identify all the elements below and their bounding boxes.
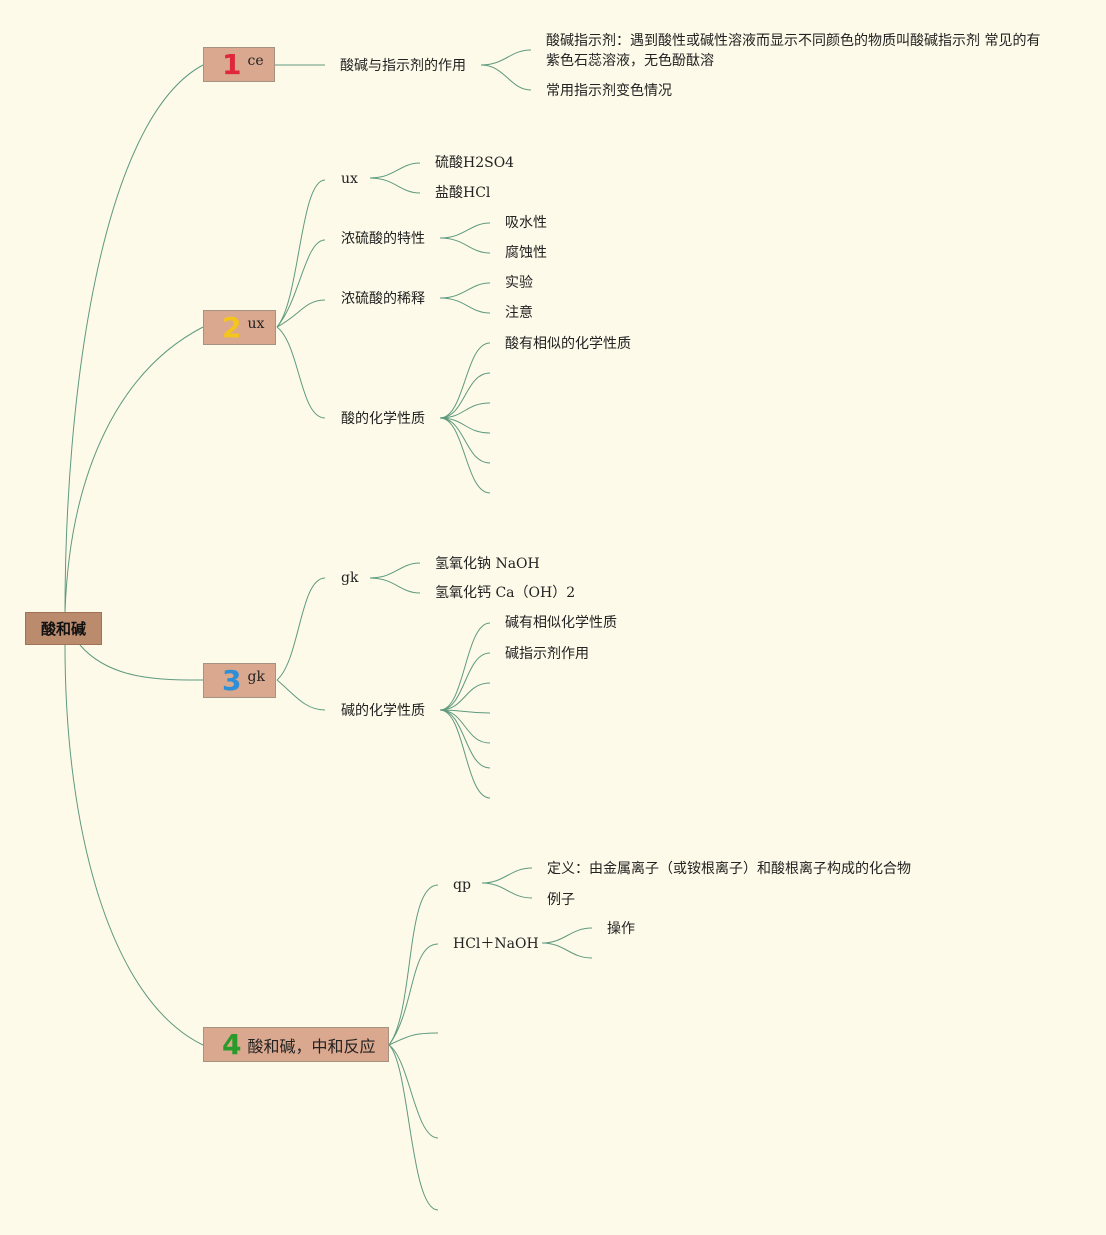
node-t4-c1-g1[interactable]: 定义：由金属离子（或铵根离子）和酸根离子构成的化合物 bbox=[547, 861, 911, 877]
topic-3[interactable]: 3 gk bbox=[203, 663, 276, 698]
link-t3-c2-g6 bbox=[439, 709, 491, 769]
node-t1-c1[interactable]: 酸碱与指示剂的作用 bbox=[340, 58, 466, 74]
link-root-topic-3 bbox=[79, 644, 204, 681]
root-node[interactable]: 酸和碱 bbox=[25, 612, 102, 645]
node-t2-c4-g1[interactable]: 酸有相似的化学性质 bbox=[505, 336, 631, 352]
topic-label-2: ux bbox=[247, 315, 265, 332]
node-t2-c1[interactable]: ux bbox=[341, 171, 358, 187]
link-t3-c2-g4 bbox=[439, 709, 491, 714]
topic-number-2: 2 bbox=[222, 310, 242, 344]
node-t2-c1-g2[interactable]: 盐酸HCl bbox=[435, 185, 491, 201]
link-t2-c4 bbox=[276, 326, 326, 419]
node-t4-c2-g1[interactable]: 操作 bbox=[607, 921, 635, 937]
topic-label-1: ce bbox=[247, 52, 264, 69]
node-t2-c2-g2[interactable]: 腐蚀性 bbox=[505, 245, 547, 261]
link-t4-c2 bbox=[388, 943, 439, 1046]
node-t3-c1-g2[interactable]: 氢氧化钙 Ca（OH）2 bbox=[435, 585, 576, 601]
link-t3-c2-g7 bbox=[439, 709, 491, 799]
root-label: 酸和碱 bbox=[40, 620, 86, 638]
link-t4-c2-g1 bbox=[541, 927, 593, 944]
node-t3-c2-g1[interactable]: 碱有相似化学性质 bbox=[505, 615, 617, 631]
link-t4-c4 bbox=[388, 1044, 439, 1139]
node-t2-c3-g1[interactable]: 实验 bbox=[505, 275, 533, 291]
link-t3-c1-g2 bbox=[369, 577, 421, 594]
link-t2-c1-g2 bbox=[369, 177, 421, 194]
link-t2-c4-g6 bbox=[439, 417, 491, 494]
link-t3-c1 bbox=[276, 577, 326, 681]
topic-4[interactable]: 4 酸和碱，中和反应 bbox=[203, 1027, 389, 1062]
link-t1-c1-g2 bbox=[480, 64, 532, 91]
link-t2-c1 bbox=[276, 179, 326, 328]
link-t2-c4-g4 bbox=[439, 417, 491, 434]
link-t1-c1-g1 bbox=[480, 49, 532, 66]
link-t4-c1-g1 bbox=[481, 867, 533, 884]
link-t3-c2 bbox=[276, 679, 326, 711]
node-t3-c1[interactable]: gk bbox=[341, 570, 359, 586]
topic-number-3: 3 bbox=[222, 663, 242, 697]
node-t3-c2-g2[interactable]: 碱指示剂作用 bbox=[505, 646, 589, 662]
link-t2-c1-g1 bbox=[369, 162, 421, 179]
link-t4-c3 bbox=[388, 1032, 439, 1046]
link-t3-c1-g1 bbox=[369, 562, 421, 579]
link-t2-c4-g1 bbox=[439, 342, 491, 419]
node-t4-c2[interactable]: HCl＋NaOH bbox=[453, 936, 539, 952]
node-t2-c3[interactable]: 浓硫酸的稀释 bbox=[341, 291, 425, 307]
node-t1-c1-g2[interactable]: 常用指示剂变色情况 bbox=[546, 83, 672, 99]
link-t3-c2-g3 bbox=[439, 682, 491, 711]
topic-1[interactable]: 1 ce bbox=[203, 47, 275, 82]
link-t2-c3 bbox=[276, 299, 326, 328]
link-t4-c2-g2 bbox=[541, 942, 593, 959]
node-t3-c2[interactable]: 碱的化学性质 bbox=[341, 703, 425, 719]
node-t4-c1-g2[interactable]: 例子 bbox=[547, 892, 575, 908]
link-t2-c3-g2 bbox=[439, 297, 491, 314]
topic-2[interactable]: 2 ux bbox=[203, 310, 276, 345]
link-t3-c2-g2 bbox=[439, 652, 491, 711]
link-t2-c2-g1 bbox=[439, 222, 491, 239]
topic-number-4: 4 bbox=[222, 1027, 242, 1061]
link-t4-c5 bbox=[388, 1044, 439, 1211]
link-t2-c4-g5 bbox=[439, 417, 491, 464]
link-t2-c4-g3 bbox=[439, 402, 491, 419]
link-t4-c1-g2 bbox=[481, 882, 533, 899]
node-t2-c4[interactable]: 酸的化学性质 bbox=[341, 411, 425, 427]
link-t4-c1 bbox=[388, 884, 439, 1046]
topic-number-1: 1 bbox=[222, 47, 242, 81]
link-t2-c3-g1 bbox=[439, 282, 491, 299]
link-root-topic-2 bbox=[64, 326, 204, 613]
node-t2-c1-g1[interactable]: 硫酸H2SO4 bbox=[435, 155, 515, 171]
link-t2-c2 bbox=[276, 239, 326, 328]
link-t2-c4-g2 bbox=[439, 372, 491, 419]
link-t3-c2-g1 bbox=[439, 622, 491, 711]
link-root-topic-1 bbox=[64, 64, 204, 613]
topic-label-3: gk bbox=[247, 668, 265, 685]
node-t1-c1-g1[interactable]: 酸碱指示剂：遇到酸性或碱性溶液而显示不同颜色的物质叫酸碱指示剂 常见的有紫色石蕊… bbox=[546, 33, 1041, 69]
link-root-topic-4 bbox=[64, 644, 204, 1046]
node-t2-c2-g1[interactable]: 吸水性 bbox=[505, 215, 547, 231]
node-t3-c1-g1[interactable]: 氢氧化钠 NaOH bbox=[435, 556, 540, 572]
link-t2-c2-g2 bbox=[439, 237, 491, 254]
node-t4-c1[interactable]: qp bbox=[453, 877, 471, 893]
link-t3-c2-g5 bbox=[439, 709, 491, 744]
topic-label-4: 酸和碱，中和反应 bbox=[247, 1036, 376, 1056]
node-t2-c2[interactable]: 浓硫酸的特性 bbox=[341, 231, 425, 247]
node-t2-c3-g2[interactable]: 注意 bbox=[505, 305, 533, 321]
